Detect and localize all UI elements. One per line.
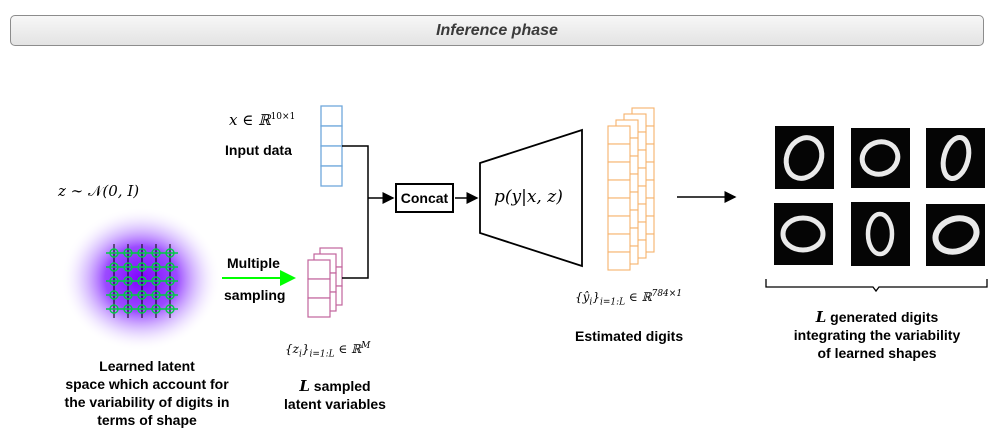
generated-digits-grid (774, 126, 985, 266)
samples-formula: {zi}i=1:L ∈ ℝM (285, 341, 370, 359)
digit-image-5 (851, 202, 910, 266)
latent-node (151, 276, 161, 286)
latent-space-caption: Learned latent space which account for t… (47, 357, 247, 429)
input-cell (320, 145, 343, 167)
latent-caption-line-2: space which account for (65, 376, 229, 392)
estimated-formula-var: {ŷ (575, 290, 590, 304)
latent-caption-line-3: the variability of digits in (64, 394, 230, 410)
sampling-label-line-2: sampling (224, 287, 286, 303)
latent-node (109, 304, 119, 314)
estimated-formula-sub-i: i (589, 297, 593, 308)
sample-cell (307, 297, 331, 318)
latent-node (151, 290, 161, 300)
latent-node (109, 262, 119, 272)
latent-node (151, 248, 161, 258)
samples-formula-dim: M (361, 341, 371, 351)
latent-node (123, 248, 133, 258)
sample-cell (307, 278, 331, 299)
output-cell (607, 251, 631, 271)
samples-formula-var: {z (285, 342, 299, 356)
merge-connector (342, 145, 369, 279)
input-cell (320, 125, 343, 147)
samples-formula-range: i=1:L (309, 349, 335, 360)
latent-node (109, 290, 119, 300)
samples-caption-L: L (299, 377, 310, 395)
input-formula-dim: 10×1 (270, 112, 296, 122)
samples-caption: L sampled latent variables (275, 377, 395, 413)
latent-node (109, 276, 119, 286)
output-stack (607, 107, 655, 271)
concat-block: Concat (395, 183, 454, 213)
latent-node (151, 262, 161, 272)
generated-brace (765, 279, 988, 293)
latent-node (109, 248, 119, 258)
sample-cell (307, 259, 331, 280)
latent-node (137, 262, 147, 272)
prior-lhs: z ∼ (58, 182, 89, 200)
samples-caption-rest: sampled (309, 378, 371, 394)
input-data-label: Input data (225, 142, 292, 158)
input-vector (320, 105, 343, 187)
latent-node (151, 304, 161, 314)
phase-title: Inference phase (10, 15, 984, 46)
output-cell (607, 125, 631, 145)
prior-dist: 𝒩 (88, 182, 103, 200)
generated-caption-L: L (815, 308, 827, 326)
output-cell (607, 197, 631, 217)
latent-node (165, 290, 175, 300)
latent-node (137, 304, 147, 314)
latent-grid (106, 244, 178, 318)
output-cell (607, 179, 631, 199)
latent-caption-line-1: Learned latent (99, 358, 195, 374)
decoder-block (479, 128, 583, 268)
sampling-label-line-1: Multiple (227, 255, 280, 271)
samples-caption-line-2: latent variables (284, 396, 386, 412)
decoder-label: p(y|x, z) (494, 187, 563, 207)
generated-caption-line-3: of learned shapes (817, 345, 937, 361)
latent-node (123, 276, 133, 286)
generated-caption: L generated digits integrating the varia… (787, 308, 967, 362)
input-formula: x ∈ ℝ10×1 (229, 111, 295, 129)
estimated-formula-dim: 784×1 (651, 289, 683, 299)
latent-space-glow (61, 207, 221, 351)
latent-node (137, 290, 147, 300)
output-cell (607, 215, 631, 235)
output-cell (607, 161, 631, 181)
estimated-formula-range: i=1:L (599, 297, 626, 308)
generated-caption-line-2: integrating the variability (793, 327, 961, 343)
latent-node (123, 262, 133, 272)
estimated-formula-in: ∈ ℝ (625, 290, 652, 304)
sample-stack (307, 247, 343, 318)
estimated-digits-label: Estimated digits (575, 328, 684, 344)
input-cell (320, 105, 343, 127)
samples-formula-close: } (301, 342, 310, 356)
latent-node (123, 304, 133, 314)
latent-node (165, 262, 175, 272)
latent-node (165, 304, 175, 314)
input-cell (320, 165, 343, 187)
latent-node (137, 248, 147, 258)
output-cell (607, 233, 631, 253)
latent-node (165, 276, 175, 286)
latent-node (123, 290, 133, 300)
prior-formula: z ∼ 𝒩(0, I) (58, 182, 139, 200)
estimated-formula-close: } (592, 290, 600, 304)
samples-formula-sub-i: i (298, 349, 302, 360)
prior-args: (0, I) (102, 182, 140, 200)
latent-caption-line-4: terms of shape (97, 412, 197, 428)
samples-formula-in: ∈ ℝ (334, 342, 362, 356)
estimated-formula: {ŷi}i=1:L ∈ ℝ784×1 (575, 289, 682, 307)
input-formula-var: x ∈ ℝ (229, 111, 271, 129)
generated-caption-rest: generated digits (826, 309, 939, 325)
latent-node (137, 276, 147, 286)
latent-node (165, 248, 175, 258)
output-cell (607, 143, 631, 163)
